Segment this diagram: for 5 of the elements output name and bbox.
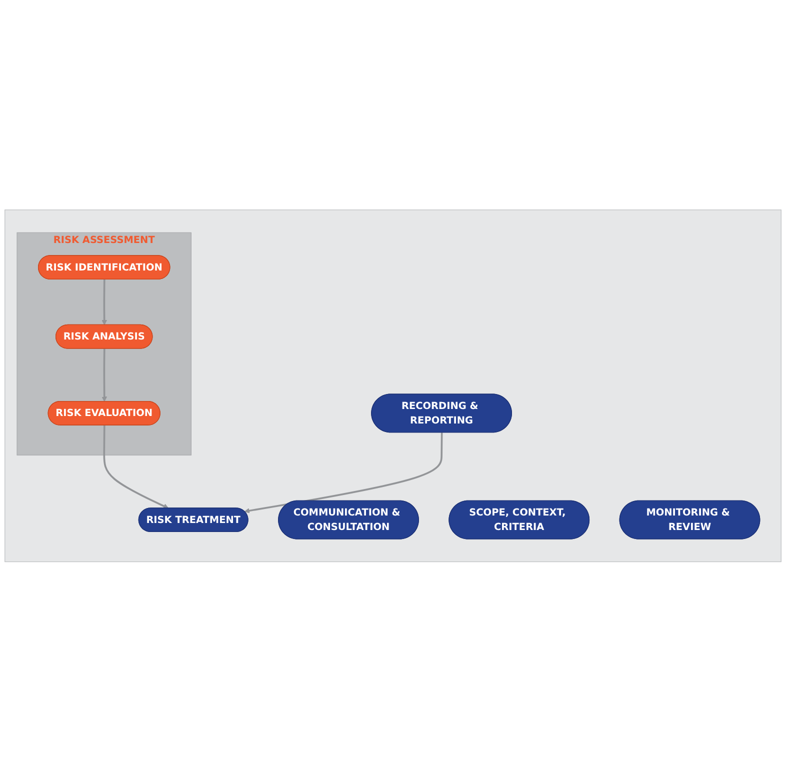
arrow [244,432,443,514]
cluster [4,209,782,562]
arrow [102,348,108,402]
arrow [103,425,169,508]
arrow [102,279,108,325]
